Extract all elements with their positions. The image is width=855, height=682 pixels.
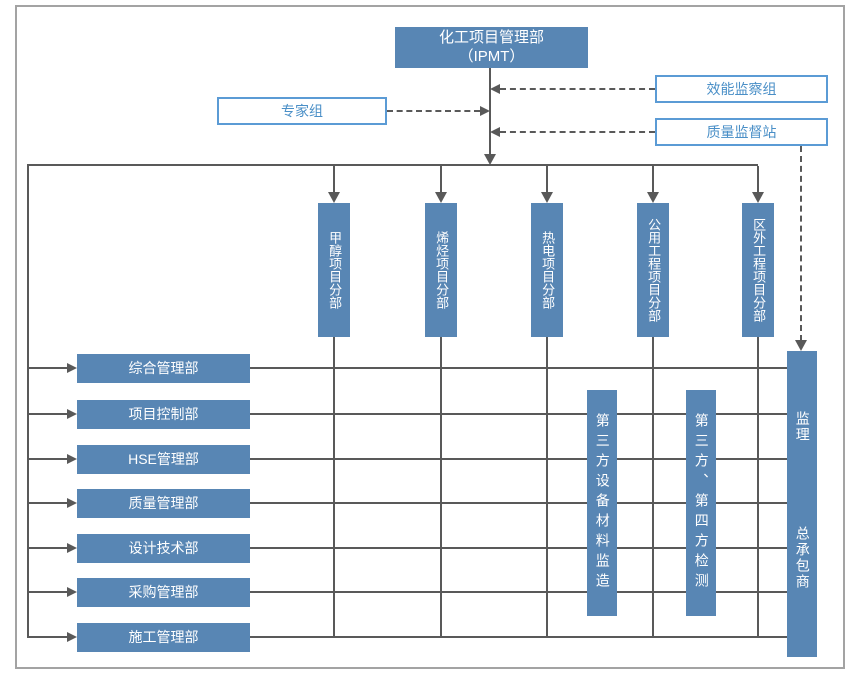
expert-group-box: 专家组	[217, 97, 387, 125]
column-drop-line	[440, 166, 442, 193]
department-feed-line	[28, 458, 68, 460]
arrowhead-left-icon	[490, 127, 500, 137]
division-box-utility-engineering: 公用工程项目分部	[637, 203, 669, 337]
department-row-line	[250, 547, 787, 549]
department-row-line	[250, 413, 787, 415]
column-grid-line	[757, 337, 759, 638]
arrowhead-down-icon	[435, 192, 447, 203]
ipmt-box: 化工项目管理部 （IPMT）	[395, 27, 588, 68]
department-box-procurement: 采购管理部	[77, 578, 250, 607]
division-box-outside-area-engineering: 区外工程项目分部	[742, 203, 774, 337]
department-label: 项目控制部	[128, 405, 199, 422]
department-box-general-admin: 综合管理部	[77, 354, 250, 383]
efficiency-supervision-label: 效能监察组	[706, 81, 777, 97]
arrowhead-right-icon	[67, 587, 77, 597]
department-feed-line	[28, 413, 68, 415]
arrowhead-right-icon	[67, 632, 77, 642]
arrowhead-down-icon	[752, 192, 764, 203]
dashed-drop-quality-to-supervisor	[800, 146, 802, 341]
arrowhead-right-icon	[67, 498, 77, 508]
efficiency-supervision-box: 效能监察组	[655, 75, 828, 103]
department-row-line	[250, 367, 787, 369]
supervisor-contractor-box: 监理 总承包商	[787, 351, 817, 657]
department-feed-line	[28, 547, 68, 549]
column-drop-line	[546, 166, 548, 193]
division-box-methanol: 甲醇项目分部	[318, 203, 350, 337]
expert-group-label: 专家组	[281, 103, 323, 119]
arrowhead-down-icon	[795, 340, 807, 351]
department-label: 综合管理部	[128, 359, 199, 376]
division-box-olefin: 烯烃项目分部	[425, 203, 457, 337]
department-box-design-tech: 设计技术部	[77, 534, 250, 563]
department-box-project-control: 项目控制部	[77, 400, 250, 429]
ipmt-title-line2: （IPMT）	[458, 47, 525, 65]
department-box-construction: 施工管理部	[77, 623, 250, 652]
department-label: HSE管理部	[128, 450, 199, 467]
supervision-label: 监理	[794, 411, 811, 443]
general-contractor-label: 总承包商	[794, 526, 811, 590]
arrowhead-right-icon	[480, 106, 490, 116]
arrowhead-down-icon	[541, 192, 553, 203]
department-label: 质量管理部	[128, 494, 199, 511]
quality-supervision-station-box: 质量监督站	[655, 118, 828, 146]
ipmt-title-line1: 化工项目管理部	[438, 28, 544, 46]
left-rail-line	[27, 164, 29, 638]
division-label: 区外工程项目分部	[751, 218, 767, 322]
arrowhead-right-icon	[67, 454, 77, 464]
dashed-link-efficiency	[500, 88, 655, 90]
department-row-line	[250, 591, 787, 593]
arrowhead-down-icon	[647, 192, 659, 203]
arrowhead-right-icon	[67, 363, 77, 373]
division-label: 烯烃项目分部	[434, 231, 450, 309]
arrowhead-down-icon	[328, 192, 340, 203]
third-party-equipment-supervision-box: 第三方设备材料监造	[587, 390, 617, 616]
department-box-quality: 质量管理部	[77, 489, 250, 518]
ipmt-drop-line	[489, 68, 491, 155]
third-party-equipment-label: 第三方设备材料监造	[594, 413, 611, 593]
division-box-thermal-power: 热电项目分部	[531, 203, 563, 337]
column-drop-line	[652, 166, 654, 193]
quality-supervision-station-label: 质量监督站	[706, 124, 777, 140]
arrowhead-left-icon	[490, 84, 500, 94]
column-grid-line	[652, 337, 654, 638]
column-grid-line	[333, 337, 335, 638]
department-label: 采购管理部	[128, 583, 199, 600]
department-row-line	[250, 502, 787, 504]
column-grid-line	[440, 337, 442, 638]
department-row-line	[250, 458, 787, 460]
arrowhead-down-icon	[484, 154, 496, 165]
department-label: 施工管理部	[128, 628, 199, 645]
department-feed-line	[28, 636, 68, 638]
third-party-inspection-label: 第三方、第四方检测	[693, 413, 710, 593]
third-party-inspection-box: 第三方、第四方检测	[686, 390, 716, 616]
column-grid-line	[546, 337, 548, 638]
department-feed-line	[28, 367, 68, 369]
distribution-line	[27, 164, 758, 166]
department-label: 设计技术部	[128, 539, 199, 556]
dashed-link-quality-station	[500, 131, 655, 133]
column-drop-line	[757, 166, 759, 193]
department-feed-line	[28, 591, 68, 593]
department-row-line	[250, 636, 787, 638]
division-label: 热电项目分部	[540, 231, 556, 309]
dashed-link-expert	[387, 110, 480, 112]
division-label: 甲醇项目分部	[327, 231, 343, 309]
diagram-frame	[15, 5, 845, 669]
division-label: 公用工程项目分部	[646, 218, 662, 322]
arrowhead-right-icon	[67, 409, 77, 419]
department-feed-line	[28, 502, 68, 504]
column-drop-line	[333, 166, 335, 193]
department-box-hse: HSE管理部	[77, 445, 250, 474]
arrowhead-right-icon	[67, 543, 77, 553]
